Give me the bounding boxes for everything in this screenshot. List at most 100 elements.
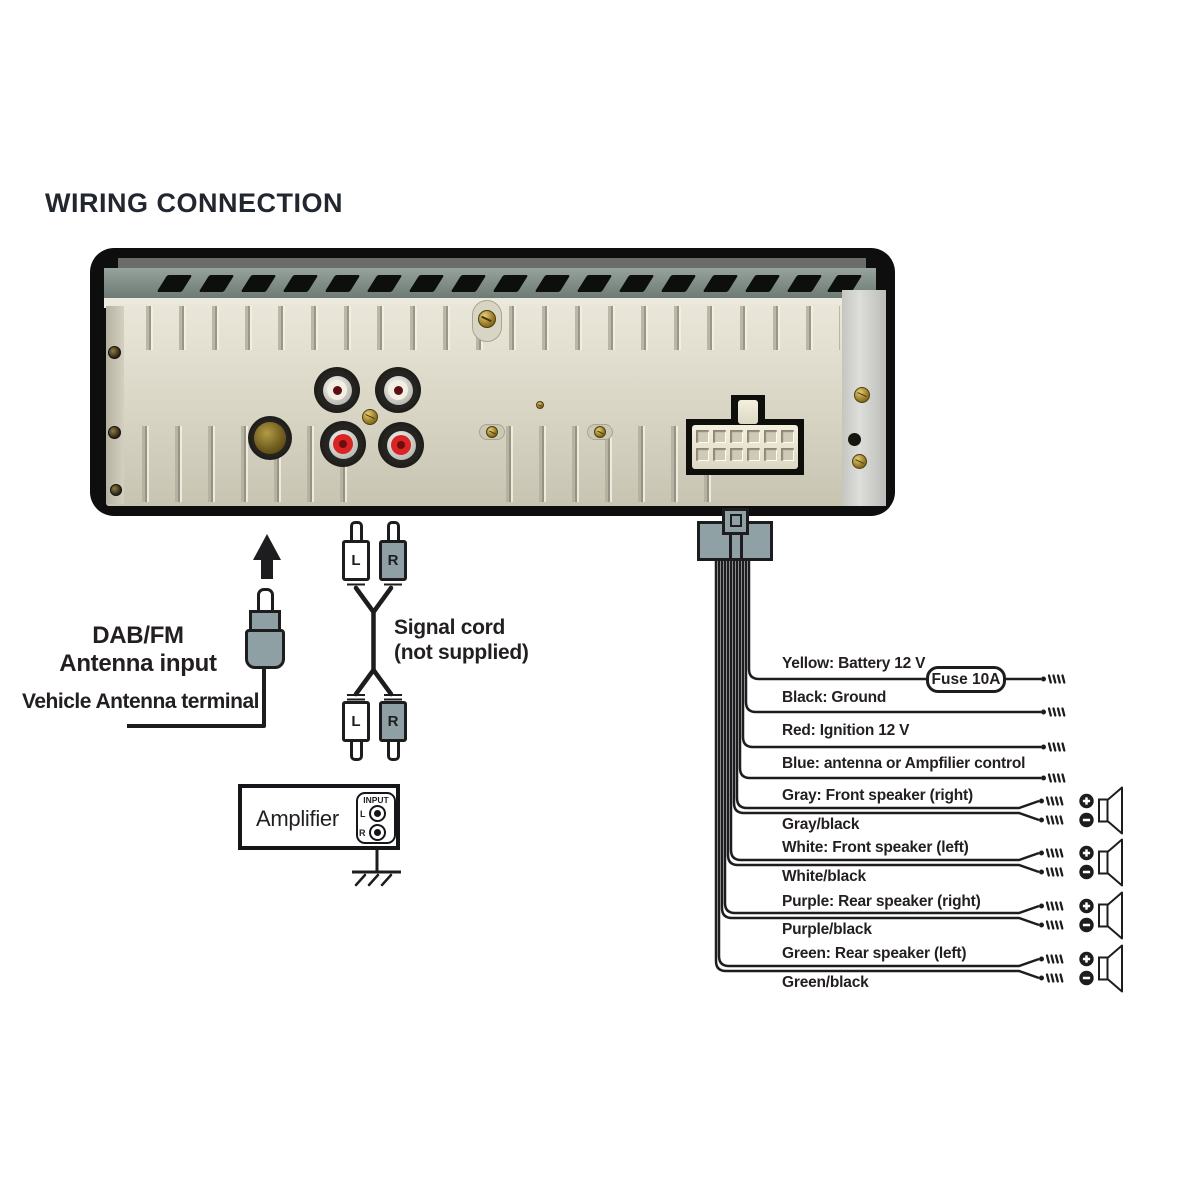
speaker-icon <box>1098 838 1123 887</box>
wire-end-icon <box>1037 920 1064 930</box>
speaker-icon <box>1098 786 1123 835</box>
antenna-cable <box>127 666 266 728</box>
wire-label-blue: Blue: antenna or Ampfilier control <box>782 755 1026 772</box>
antenna-label-line2: Antenna input <box>59 650 217 677</box>
wire-end-icon <box>1039 773 1066 783</box>
rca-plug-letter: L <box>351 713 361 730</box>
wire-end-icon <box>1037 973 1064 983</box>
screw-icon <box>536 401 544 409</box>
up-arrow-icon <box>253 534 281 560</box>
polarity-minus-icon <box>1078 969 1095 987</box>
wire-label-green: Green: Rear speaker (left) <box>782 945 967 962</box>
connector-pin <box>696 448 709 461</box>
screw-icon <box>854 387 870 403</box>
amplifier-input-panel: INPUT L R <box>356 792 396 844</box>
antenna-label-line3: Vehicle Antenna terminal <box>22 690 259 713</box>
rca-jack-white <box>314 367 360 413</box>
wire-label-black: Black: Ground <box>782 689 887 706</box>
plug-ridges <box>384 694 402 703</box>
connector-pin <box>730 448 743 461</box>
screw-icon <box>110 484 122 496</box>
amp-jack-right-icon <box>369 824 386 841</box>
amplifier-label: Amplifier <box>256 806 339 831</box>
wire-black <box>744 556 1041 714</box>
fuse-label: Fuse 10A <box>926 666 1006 693</box>
polarity-minus-icon <box>1078 916 1095 934</box>
rca-plug-tip <box>387 739 400 761</box>
wire-label-gray: Gray: Front speaker (right) <box>782 787 973 804</box>
signal-cord-label-line1: Signal cord <box>394 616 506 639</box>
wire-end-icon <box>1039 674 1066 684</box>
connector-latch <box>729 535 732 559</box>
speaker-icon <box>1098 944 1123 993</box>
connector-pin <box>764 448 777 461</box>
rca-plug-left-top: L <box>342 540 370 581</box>
screw-icon <box>486 426 498 438</box>
amplifier-box: Amplifier INPUT L R <box>238 784 400 850</box>
connector-pin <box>713 448 726 461</box>
wire-end-icon <box>1037 848 1064 858</box>
iso-socket <box>692 425 798 469</box>
plug-ridges <box>384 579 402 588</box>
connector-pin <box>730 430 743 443</box>
polarity-minus-icon <box>1078 863 1095 881</box>
wire-purple <box>723 556 1040 915</box>
rca-plug-right-bottom: R <box>379 701 407 742</box>
wire-end-icon <box>1037 901 1064 911</box>
connector-latch <box>740 535 743 559</box>
head-unit-rear-photo <box>90 248 895 516</box>
rca-plug-right-top: R <box>379 540 407 581</box>
wire-end-icon <box>1039 742 1066 752</box>
polarity-minus-icon <box>1078 811 1095 829</box>
connector-pin <box>747 448 760 461</box>
amp-jack-letter: R <box>359 828 366 838</box>
wire-label-white-black: White/black <box>782 868 866 885</box>
polarity-plus-icon <box>1078 844 1095 862</box>
rca-plug-letter: R <box>387 713 399 730</box>
speaker-icon <box>1098 891 1123 940</box>
rca-plug-letter: R <box>387 552 399 569</box>
rca-jack-white <box>375 367 421 413</box>
rca-plug-left-bottom: L <box>342 701 370 742</box>
ground-symbol-icon <box>352 850 401 887</box>
connector-pin <box>764 430 777 443</box>
page-title: WIRING CONNECTION <box>45 188 343 218</box>
signal-cord-label-line2: (not supplied) <box>394 641 529 664</box>
wire-yellow <box>747 556 1041 681</box>
wire-white <box>729 556 1040 862</box>
wire-end-icon <box>1037 954 1064 964</box>
screw-icon <box>852 454 867 469</box>
screw-icon <box>108 346 121 359</box>
wire-label-gray-black: Gray/black <box>782 816 860 833</box>
wire-end-icon <box>1037 815 1064 825</box>
polarity-plus-icon <box>1078 950 1095 968</box>
mount-hole <box>848 433 861 446</box>
polarity-plus-icon <box>1078 897 1095 915</box>
antenna-plug-body <box>245 629 285 669</box>
screw-icon <box>594 426 606 438</box>
rca-plug-letter: L <box>351 552 361 569</box>
connector-pin <box>696 430 709 443</box>
wire-label-purple-black: Purple/black <box>782 921 872 938</box>
plug-ridges <box>347 694 365 703</box>
wire-green <box>717 556 1040 968</box>
wire-red <box>741 556 1041 749</box>
antenna-jack-gold <box>254 422 286 454</box>
wire-label-white: White: Front speaker (left) <box>782 839 969 856</box>
harness-wires <box>714 556 1041 980</box>
rca-jack-red <box>378 422 424 468</box>
antenna-jack <box>248 416 292 460</box>
wire-label-yellow: Yellow: Battery 12 V <box>782 655 926 672</box>
wire-blue <box>738 556 1041 780</box>
up-arrow-icon <box>261 558 273 579</box>
wire-gray-black <box>732 556 1040 822</box>
wire-end-icon <box>1037 796 1064 806</box>
rca-jack-red <box>320 421 366 467</box>
screw-icon <box>362 409 378 425</box>
wire-label-green-black: Green/black <box>782 974 869 991</box>
plug-ridges <box>347 579 365 588</box>
antenna-label-line1: DAB/FM <box>92 622 184 649</box>
amp-jack-letter: L <box>360 809 366 819</box>
connector-pin <box>713 430 726 443</box>
